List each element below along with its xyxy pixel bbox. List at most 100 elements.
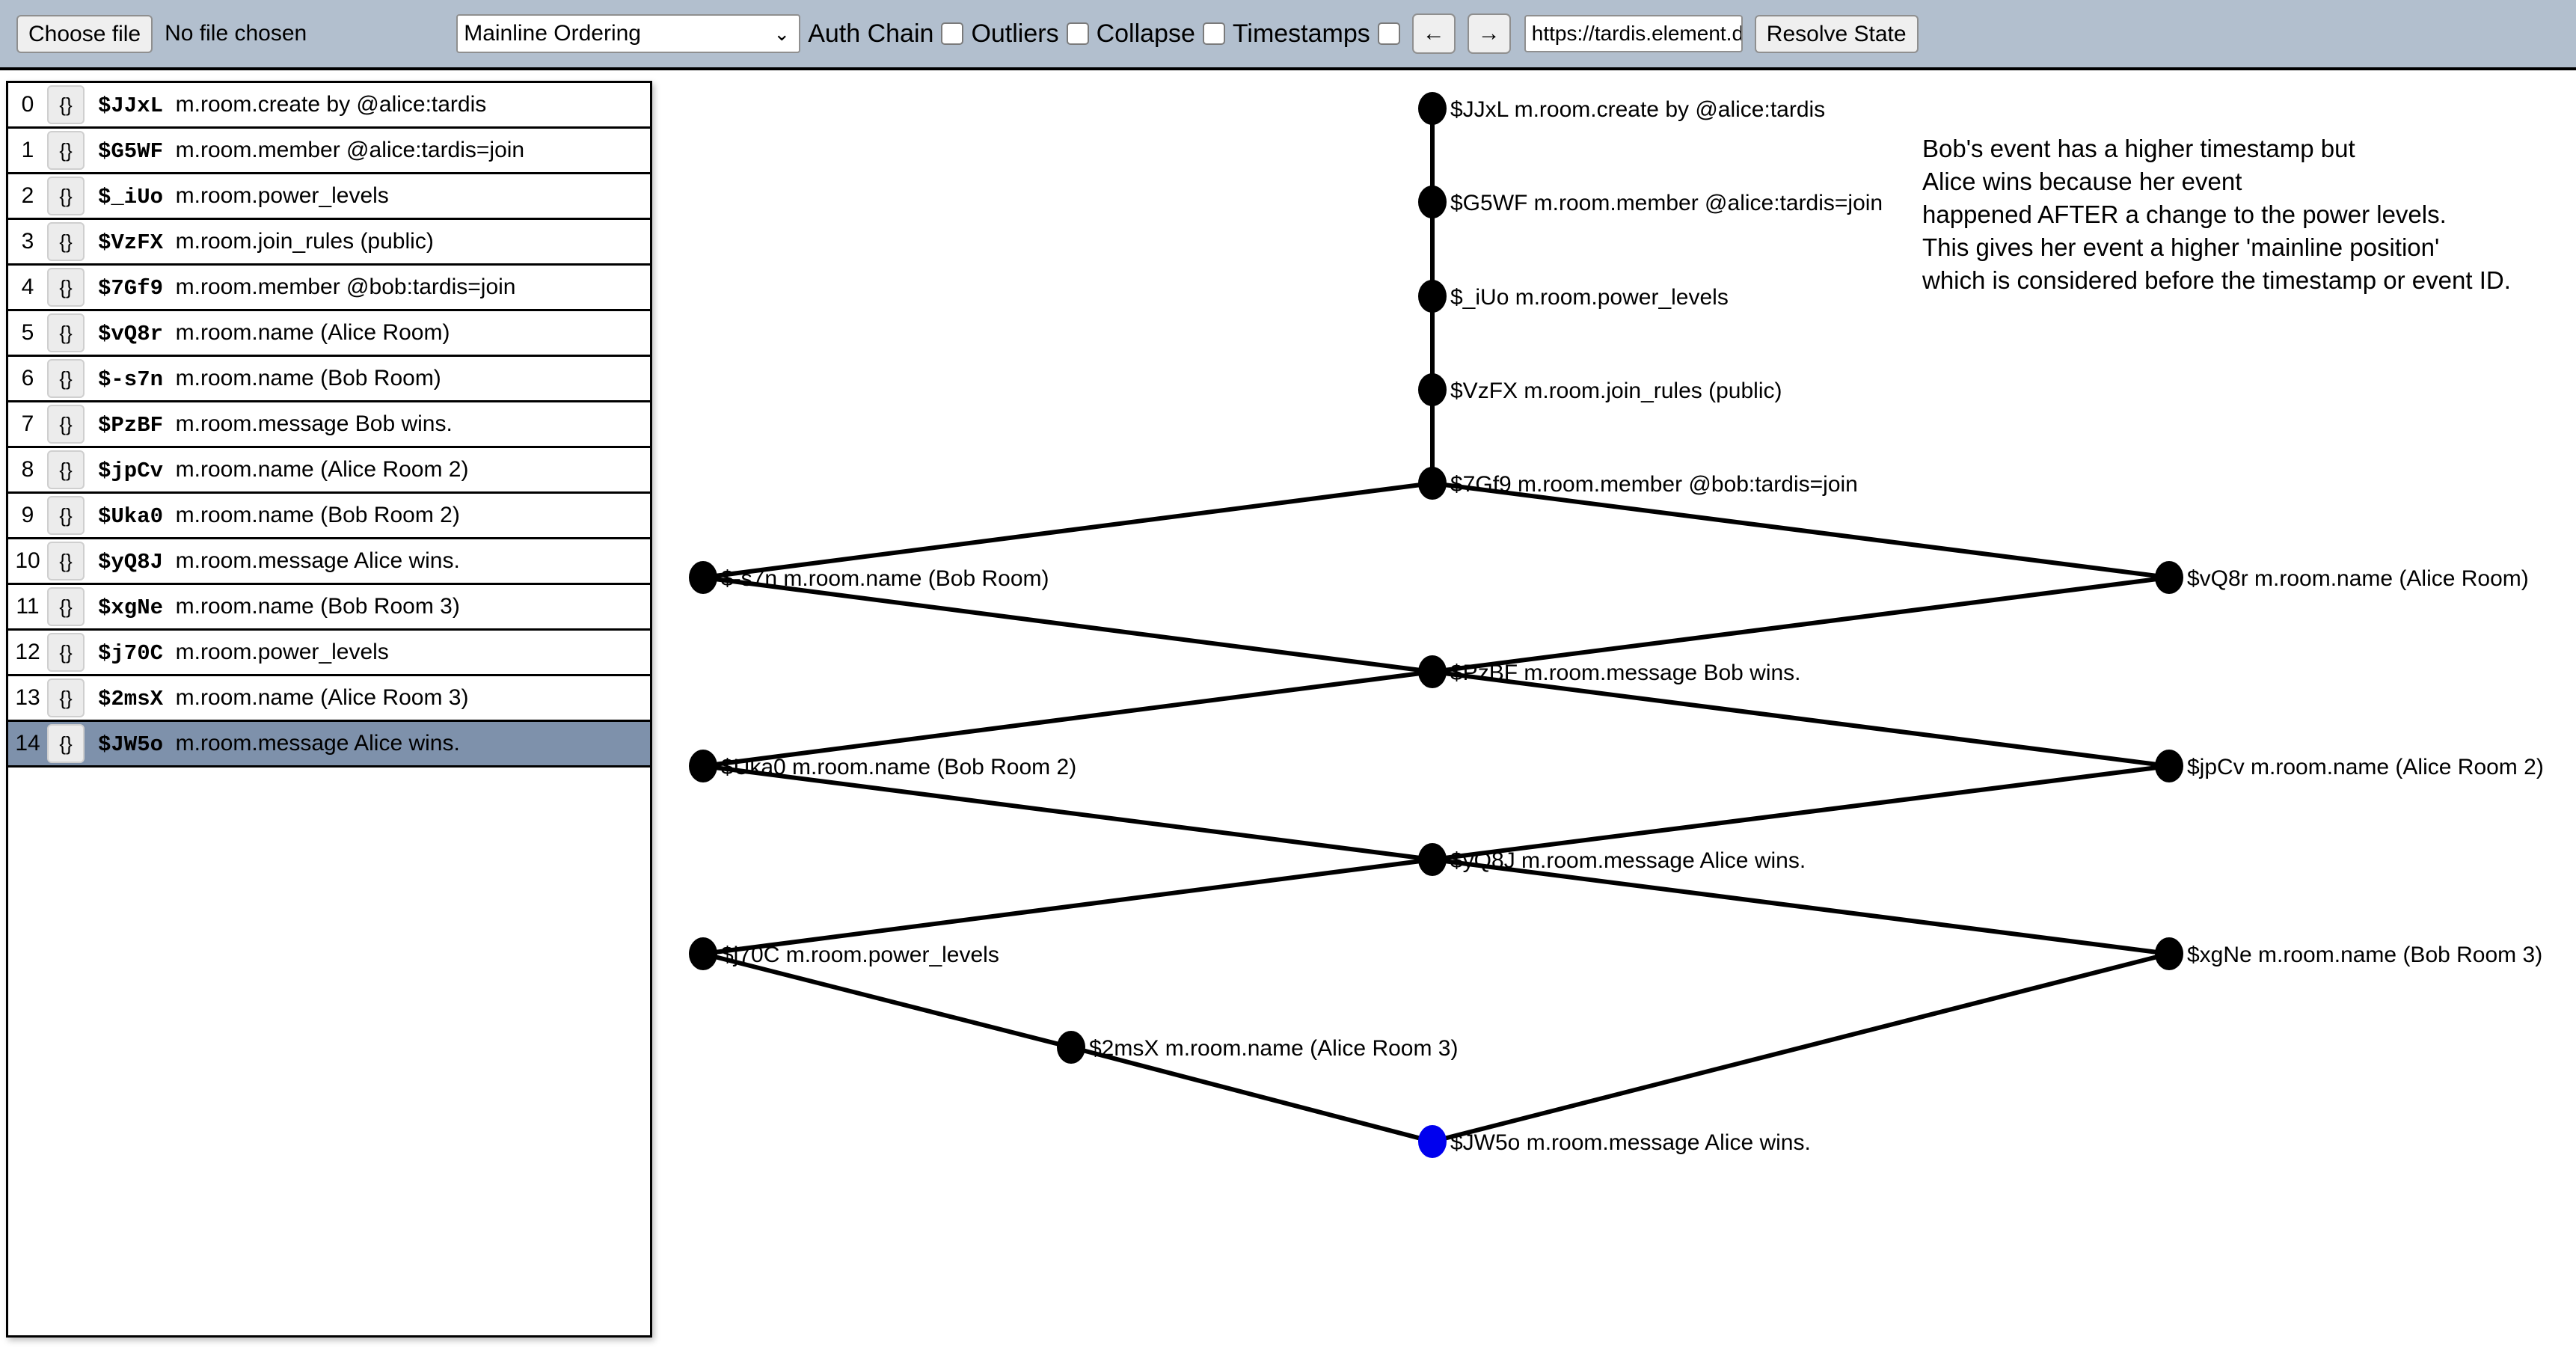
event-description: m.room.name (Bob Room 3) <box>163 593 460 619</box>
event-index: 7 <box>21 411 34 436</box>
event-summary: $PzBF m.room.message Bob wins. <box>98 411 453 438</box>
event-id: $PzBF <box>98 412 164 438</box>
event-summary: $G5WF m.room.member @alice:tardis=join <box>98 138 524 164</box>
view-json-button[interactable]: {} <box>47 633 85 672</box>
server-url-input[interactable]: https://tardis.element.dev <box>1524 15 1743 52</box>
dag-node[interactable] <box>689 750 717 782</box>
event-list-item[interactable]: 2 {} $_iUo m.room.power_levels <box>8 174 650 220</box>
dag-edge <box>1432 575 2170 674</box>
dag-node-label: $jpCv m.room.name (Alice Room 2) <box>2187 755 2544 779</box>
dag-node-label: $G5WF m.room.member @alice:tardis=join <box>1450 191 1883 215</box>
event-list-item[interactable]: 8 {} $jpCv m.room.name (Alice Room 2) <box>8 448 650 494</box>
dag-node[interactable] <box>1418 843 1447 876</box>
event-id: $yQ8J <box>98 549 164 575</box>
collapse-checkbox[interactable] <box>1202 22 1225 45</box>
event-list-item[interactable]: 12{}$j70C m.room.power_levels <box>8 631 650 676</box>
event-summary: $jpCv m.room.name (Alice Room 2) <box>98 457 468 483</box>
event-index: 5 <box>21 320 34 345</box>
event-id: $2msX <box>98 686 164 711</box>
view-json-button[interactable]: {} <box>47 678 85 717</box>
view-json-button[interactable]: {} <box>47 542 85 580</box>
ordering-select[interactable]: Mainline Ordering ⌄ <box>456 14 801 53</box>
event-list-item[interactable]: 6{}$-s7n m.room.name (Bob Room) <box>8 357 650 402</box>
event-summary: $VzFX m.room.join_rules (public) <box>98 229 434 255</box>
view-json-button[interactable]: {} <box>47 85 85 124</box>
event-description: m.room.name (Alice Room) <box>163 319 450 345</box>
dag-node[interactable] <box>2155 561 2183 594</box>
view-json-button[interactable]: {} <box>47 359 85 398</box>
event-index: 9 <box>21 503 34 527</box>
view-json-button[interactable]: {} <box>47 131 85 170</box>
forward-button[interactable]: → <box>1467 13 1511 54</box>
dag-node[interactable] <box>689 937 717 970</box>
view-json-button[interactable]: {} <box>47 222 85 261</box>
event-description: m.room.message Alice wins. <box>163 548 460 573</box>
view-json-button[interactable]: {} <box>47 268 85 307</box>
auth-chain-label: Auth Chain <box>808 19 934 48</box>
dag-node[interactable] <box>1418 1125 1447 1158</box>
node-group: $JJxL m.room.create by @alice:tardis $G5W… <box>689 92 2544 1158</box>
dag-node-label: $PzBF m.room.message Bob wins. <box>1450 661 1801 685</box>
event-list-item[interactable]: 10{}$yQ8J m.room.message Alice wins. <box>8 539 650 585</box>
event-id: $j70C <box>98 640 164 666</box>
dag-node-label: $j70C m.room.power_levels <box>721 943 999 967</box>
dag-node-label: $7Gf9 m.room.member @bob:tardis=join <box>1450 472 1858 497</box>
view-json-button[interactable]: {} <box>47 496 85 535</box>
view-json-button[interactable]: {} <box>47 313 85 352</box>
view-json-button[interactable]: {} <box>47 724 85 763</box>
dag-edge <box>702 857 1433 956</box>
event-list-item[interactable]: 1{}$G5WF m.room.member @alice:tardis=joi… <box>8 129 650 174</box>
view-json-button[interactable]: {} <box>47 405 85 444</box>
choose-file-button[interactable]: Choose file <box>16 14 153 53</box>
event-list-item[interactable]: 3{}$VzFX m.room.join_rules (public) <box>8 220 650 266</box>
dag-node[interactable] <box>1418 280 1447 313</box>
dag-node[interactable] <box>1418 655 1447 688</box>
event-id: $JW5o <box>98 732 164 757</box>
event-description: m.room.member @alice:tardis=join <box>163 137 525 162</box>
event-list-item[interactable]: 7 {} $PzBF m.room.message Bob wins. <box>8 402 650 448</box>
auth-chain-checkbox[interactable] <box>941 22 964 45</box>
annotation-line: Bob's event has a higher timestamp but <box>1922 135 2355 162</box>
annotation-line: happened AFTER a change to the power lev… <box>1922 200 2447 228</box>
dag-node[interactable] <box>1418 92 1447 125</box>
dag-node[interactable] <box>1418 373 1447 406</box>
event-list-item[interactable]: 0{}$JJxL m.room.create by @alice:tardis <box>8 83 650 129</box>
event-list-item[interactable]: 11 {} $xgNe m.room.name (Bob Room 3) <box>8 585 650 631</box>
event-list-item[interactable]: 4{}$7Gf9 m.room.member @bob:tardis=join <box>8 266 650 311</box>
event-summary: $xgNe m.room.name (Bob Room 3) <box>98 594 460 620</box>
dag-node[interactable] <box>2155 750 2183 782</box>
resolve-state-button[interactable]: Resolve State <box>1754 14 1919 53</box>
event-id: $_iUo <box>98 184 164 209</box>
event-list-item[interactable]: 9{}$Uka0 m.room.name (Bob Room 2) <box>8 494 650 539</box>
dag-graph-canvas[interactable]: $JJxL m.room.create by @alice:tardis $G5W… <box>658 75 2573 1347</box>
event-id: $G5WF <box>98 138 164 164</box>
dag-node[interactable] <box>689 561 717 594</box>
dag-edge <box>702 575 1433 674</box>
timestamps-checkbox[interactable] <box>1377 22 1400 45</box>
event-list-item[interactable]: 14{}$JW5o m.room.message Alice wins. <box>8 722 650 768</box>
event-index: 8 <box>21 457 34 482</box>
dag-edge <box>702 670 1433 768</box>
view-json-button[interactable]: {} <box>47 587 85 626</box>
event-index: 11 <box>16 594 40 619</box>
event-index: 2 <box>21 183 34 208</box>
event-list-item[interactable]: 5{}$vQ8r m.room.name (Alice Room) <box>8 311 650 357</box>
event-id: $-s7n <box>98 367 164 392</box>
view-json-button[interactable]: {} <box>47 177 85 215</box>
dag-node[interactable] <box>1057 1031 1085 1064</box>
file-picker[interactable]: Choose file No file chosen <box>16 14 307 53</box>
event-list-item[interactable]: 13{}$2msX m.room.name (Alice Room 3) <box>8 676 650 722</box>
dag-node[interactable] <box>2155 937 2183 970</box>
back-button[interactable]: ← <box>1411 13 1456 54</box>
event-summary: $2msX m.room.name (Alice Room 3) <box>98 685 468 711</box>
dag-node[interactable] <box>1418 186 1447 218</box>
dag-node-label: $JJxL m.room.create by @alice:tardis <box>1450 97 1825 122</box>
dag-node-label: $2msX m.room.name (Alice Room 3) <box>1089 1036 1458 1061</box>
event-summary: $_iUo m.room.power_levels <box>98 183 389 209</box>
view-json-button[interactable]: {} <box>47 450 85 489</box>
event-id: $JJxL <box>98 93 164 118</box>
dag-node[interactable] <box>1418 467 1447 500</box>
outliers-checkbox[interactable] <box>1066 22 1089 45</box>
dag-node-label: $VzFX m.room.join_rules (public) <box>1450 379 1782 403</box>
